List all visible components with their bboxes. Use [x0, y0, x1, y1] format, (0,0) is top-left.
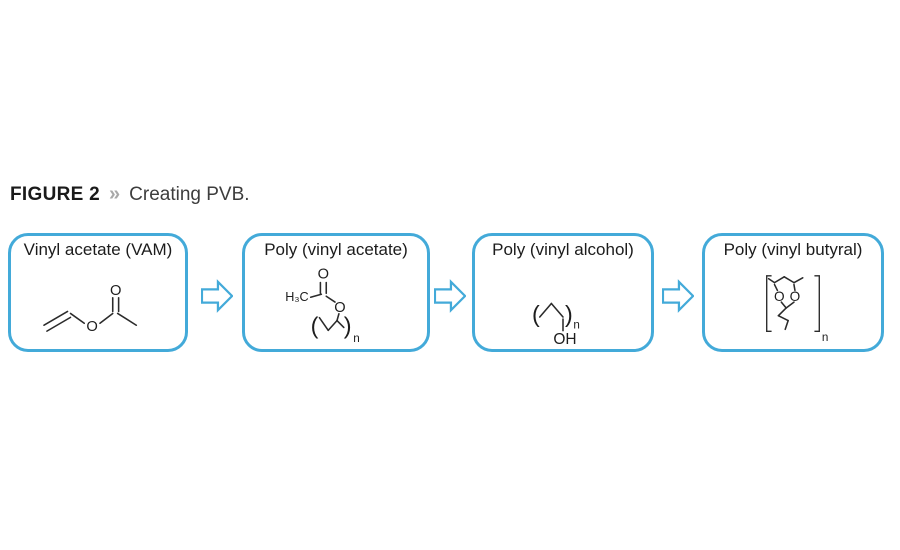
step-label: Poly (vinyl butyral)	[723, 240, 863, 259]
step-box-poly-vinyl-butyral: Poly (vinyl butyral) O	[702, 233, 884, 352]
repeat-bracket-open: (	[532, 301, 540, 327]
acetal-oxygen-left-label: O	[774, 290, 785, 305]
carbonyl-oxygen-label: O	[110, 283, 121, 299]
repeat-subscript-n: n	[822, 331, 829, 343]
repeat-bracket-close: )	[344, 313, 352, 339]
repeat-subscript-n: n	[353, 332, 360, 344]
acetal-oxygen-right-label: O	[790, 290, 801, 305]
step-box-poly-vinyl-alcohol: Poly (vinyl alcohol) ( ) n OH	[472, 233, 654, 352]
arrow-right-icon	[662, 279, 694, 313]
repeat-bracket-close: )	[565, 301, 573, 327]
ester-oxygen-label: O	[334, 300, 345, 316]
step-box-poly-vinyl-acetate: Poly (vinyl acetate) O H₃C O ( ) n	[242, 233, 430, 352]
vinyl-acetate-structure: O O	[43, 283, 138, 336]
arrow-right-icon	[434, 279, 466, 313]
figure-caption: FIGURE 2 » Creating PVB.	[10, 183, 250, 206]
figure-caption-text: Creating PVB.	[129, 184, 250, 205]
arrow-right-icon	[201, 279, 233, 313]
poly-vinyl-acetate-structure: O H₃C O ( ) n	[285, 267, 360, 344]
hydroxyl-group-label: OH	[553, 332, 576, 349]
ester-oxygen-label: O	[86, 320, 97, 336]
carbonyl-oxygen-label: O	[318, 267, 329, 283]
step-box-vinyl-acetate: Vinyl acetate (VAM) O O	[8, 233, 188, 352]
methyl-group-label: H₃C	[285, 290, 308, 304]
double-chevron-separator-icon: »	[109, 183, 121, 205]
repeat-subscript-n: n	[573, 319, 579, 332]
figure-label: FIGURE 2	[10, 184, 101, 205]
step-label: Poly (vinyl alcohol)	[492, 240, 634, 259]
poly-vinyl-butyral-structure: O O n	[766, 275, 829, 343]
step-label: Vinyl acetate (VAM)	[23, 240, 173, 259]
step-label: Poly (vinyl acetate)	[264, 240, 408, 259]
repeat-bracket-open: (	[311, 313, 319, 339]
poly-vinyl-alcohol-structure: ( ) n OH	[532, 301, 580, 349]
